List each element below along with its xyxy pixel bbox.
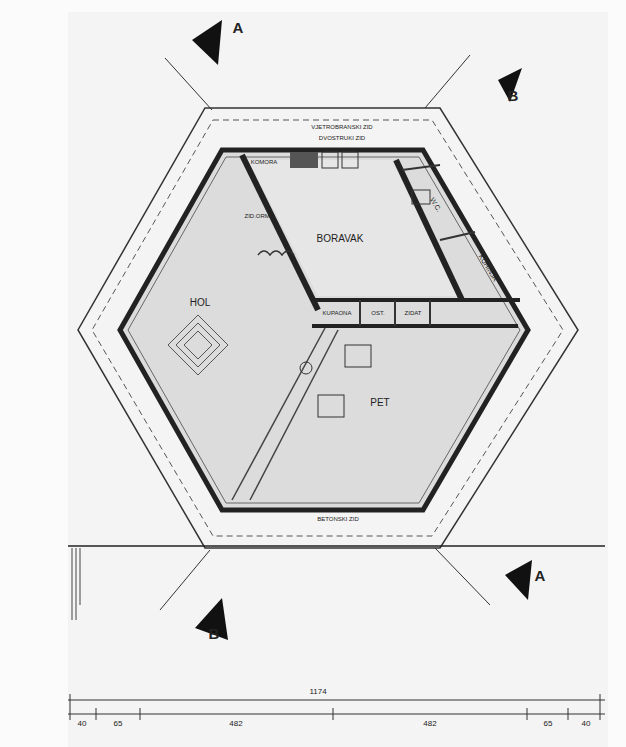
window (342, 152, 358, 168)
dimension: 40 (77, 720, 88, 729)
room-name: PET (370, 397, 389, 408)
wall (402, 165, 440, 170)
wall (396, 160, 462, 300)
bed (345, 345, 371, 367)
dimension: 65 (113, 720, 124, 729)
dimension-line (68, 694, 605, 720)
section-letter: B (508, 88, 519, 105)
section-letter: A (535, 568, 546, 585)
rug-hatch (168, 315, 228, 375)
room-name: ZID.ORM. (245, 213, 272, 220)
dimension: 482 (228, 720, 243, 729)
room-name: HOL (190, 297, 211, 308)
dimension: 1174 (308, 688, 327, 697)
dashed-outline (92, 120, 563, 536)
plants (258, 251, 294, 255)
window (290, 152, 318, 168)
section-letter: B (209, 626, 220, 643)
fixture (412, 190, 430, 204)
wall (312, 298, 520, 302)
dimension: 65 (543, 720, 554, 729)
section-marker (192, 20, 532, 640)
room-name: OST. (371, 310, 384, 317)
room-name: KOMORA (251, 159, 278, 166)
fixture (300, 362, 312, 374)
wall (429, 300, 431, 326)
ground-line (68, 545, 605, 547)
room-name: ZIDAT (405, 310, 422, 317)
section-line (160, 55, 490, 610)
room-name: BORAVAK (317, 233, 364, 244)
wall (394, 300, 396, 326)
window (322, 152, 338, 168)
wall-note: BETONSKI ZID (317, 516, 359, 523)
dimension: 482 (422, 720, 437, 729)
outer-outline (78, 108, 578, 548)
hatching (72, 548, 80, 620)
wall-note: DVOSTRUKI ZID (319, 135, 365, 142)
inner-wall-line (128, 157, 520, 503)
wall (242, 155, 318, 310)
partition (232, 328, 325, 500)
wall (359, 300, 361, 326)
wall (440, 232, 475, 240)
section-letter: A (233, 20, 244, 37)
bed (318, 395, 344, 417)
wall-note: VJETROBRANSKI ZID (311, 124, 372, 131)
outer-wall (120, 150, 528, 510)
room-name: KUPAONA (323, 310, 352, 317)
partition (250, 330, 338, 500)
paper (68, 12, 608, 747)
wall (312, 324, 518, 328)
dimension: 40 (581, 720, 592, 729)
